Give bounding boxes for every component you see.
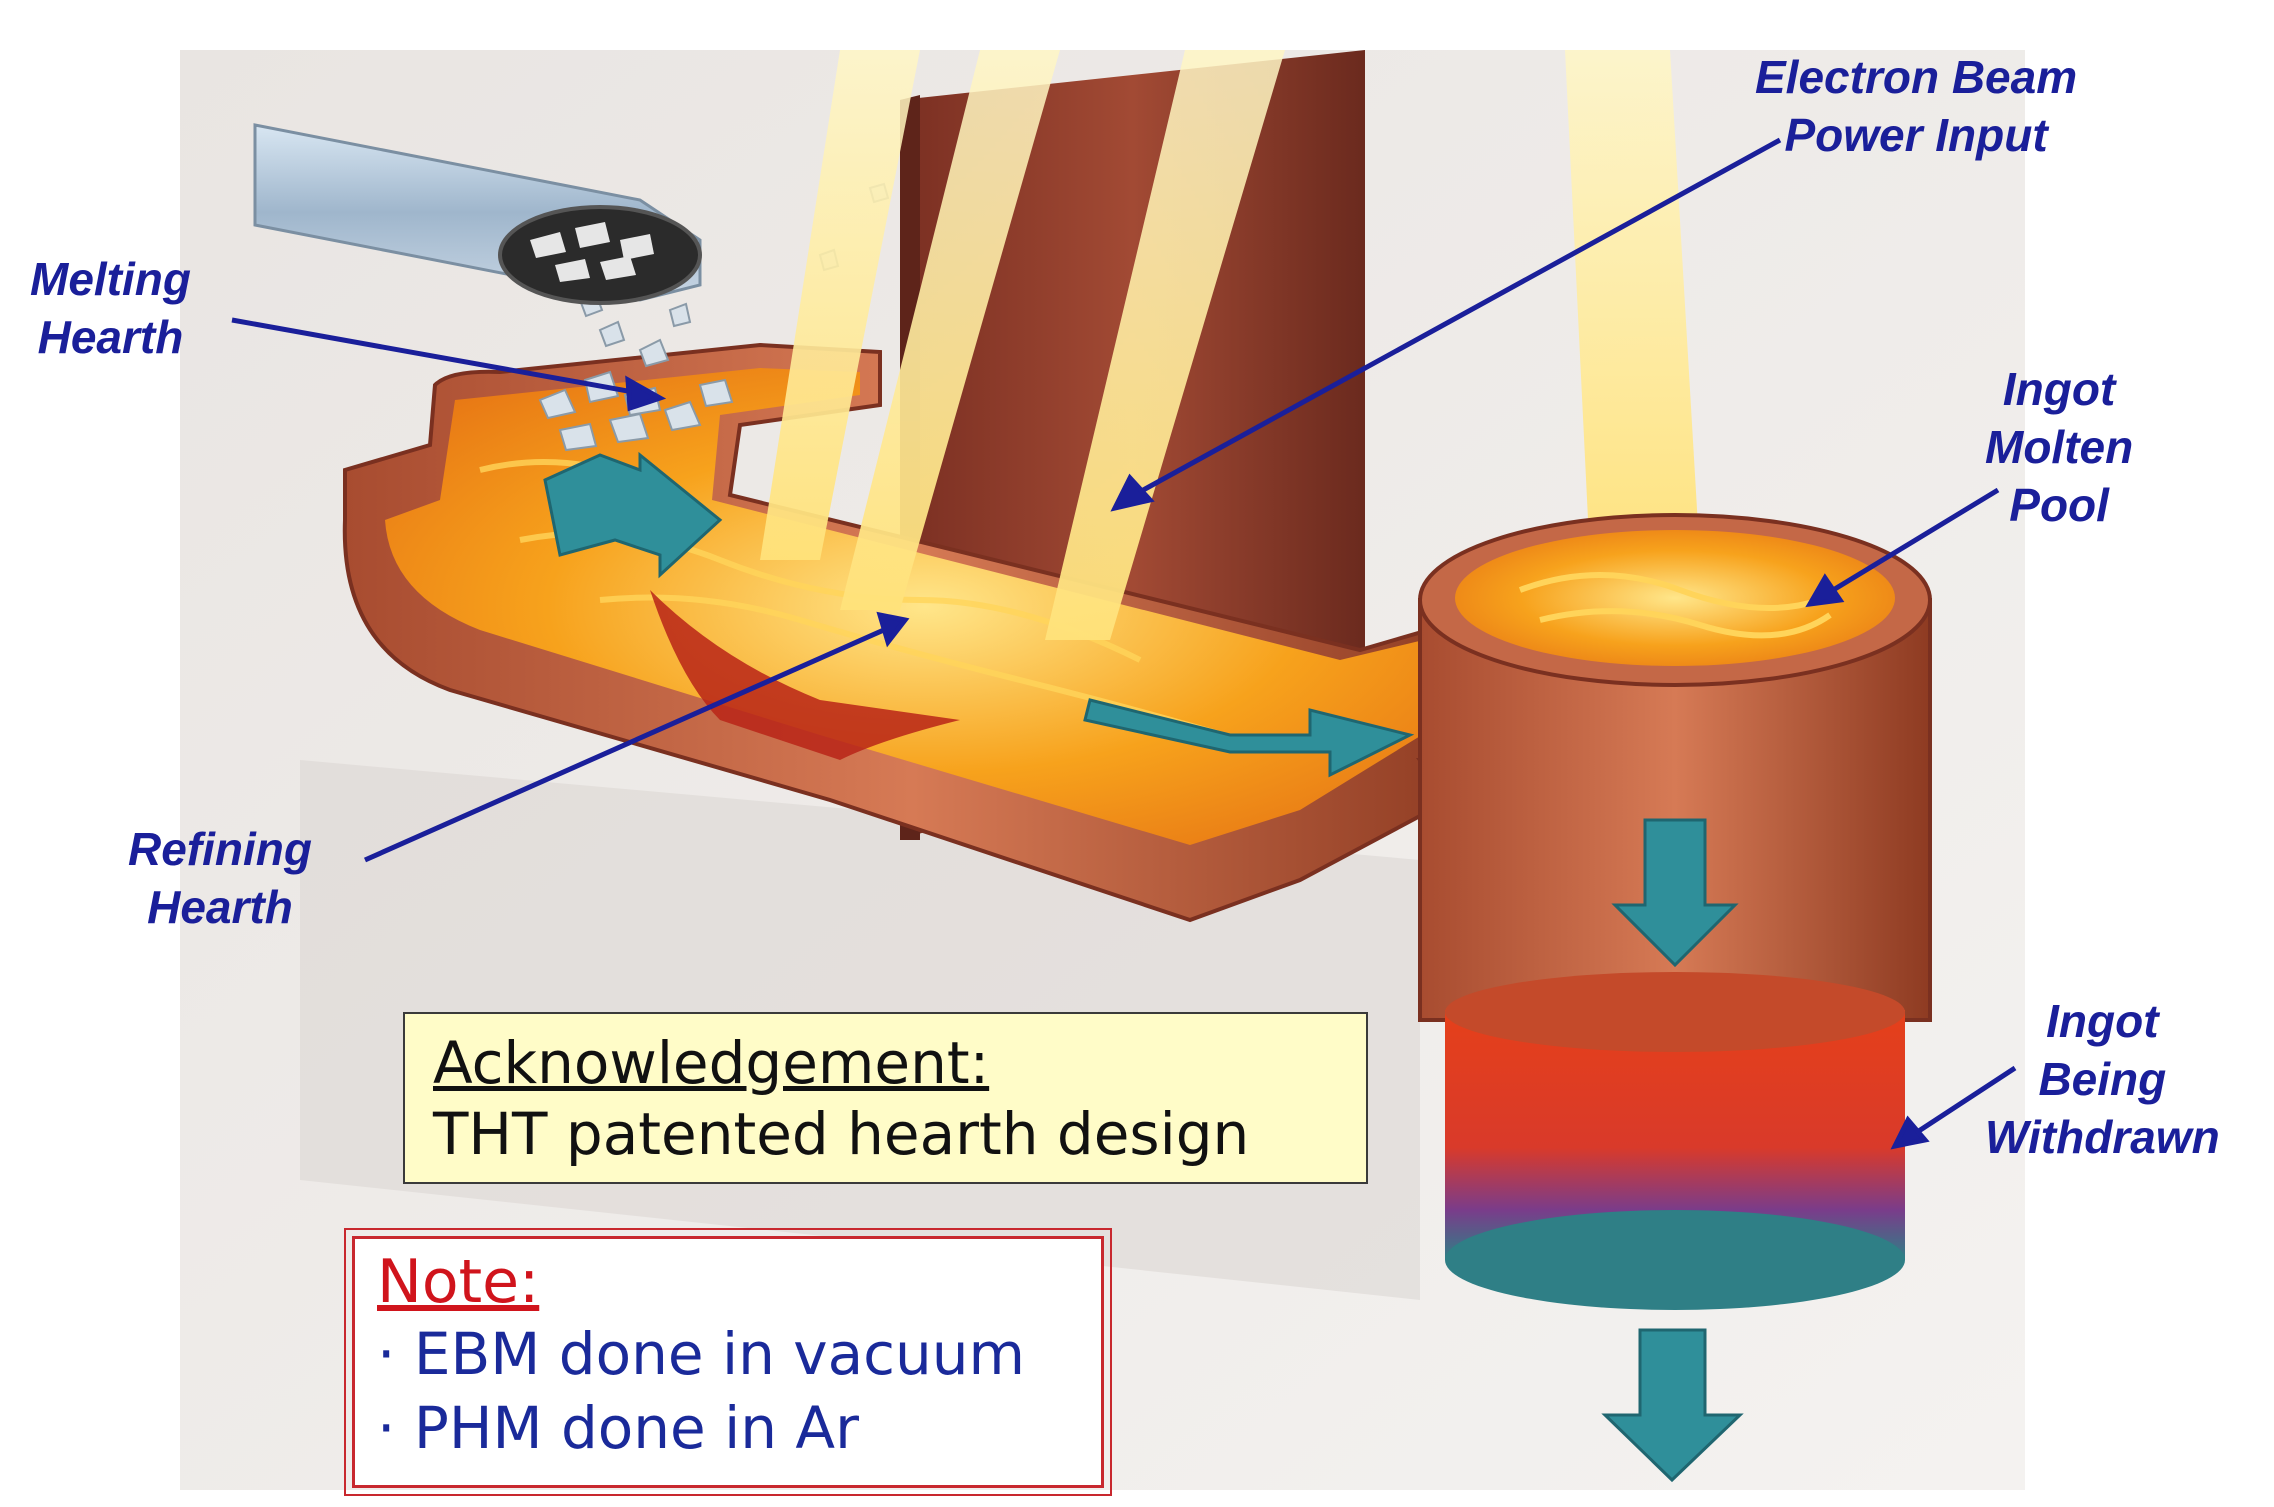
- label-electron-beam: Electron Beam Power Input: [1755, 51, 2078, 161]
- label-ingot-molten-pool: Ingot Molten Pool: [1985, 363, 2134, 531]
- note-box: Note: · EBM done in vacuum · PHM done in…: [344, 1228, 1112, 1496]
- label-pointers: [231, 137, 2017, 1150]
- label-ingot-withdrawn: Ingot Being Withdrawn: [1985, 995, 2220, 1163]
- flow-arrow-down-1: [1611, 818, 1739, 968]
- note-title: Note:: [377, 1247, 540, 1317]
- note-item-argon: · PHM done in Ar: [377, 1394, 859, 1462]
- label-melting-hearth: Melting Hearth: [30, 253, 191, 363]
- feed-chute: [253, 123, 702, 305]
- hearth-cutaway: [650, 590, 960, 760]
- flow-arrows: [543, 451, 1744, 1483]
- flow-arrow-down-2: [1601, 1328, 1744, 1483]
- ingot-withdrawn: [1445, 972, 1905, 1310]
- flow-arrow-1: [543, 451, 723, 579]
- acknowledgement-body: THT patented hearth design: [433, 1100, 1250, 1168]
- label-refining-hearth: Refining Hearth: [128, 823, 312, 933]
- acknowledgement-title: Acknowledgement:: [433, 1029, 990, 1097]
- acknowledgement-box: Acknowledgement: THT patented hearth des…: [403, 1012, 1368, 1184]
- electron-beams: [760, 50, 1700, 640]
- note-item-vacuum: · EBM done in vacuum: [377, 1320, 1026, 1388]
- flow-arrow-2: [1083, 698, 1415, 778]
